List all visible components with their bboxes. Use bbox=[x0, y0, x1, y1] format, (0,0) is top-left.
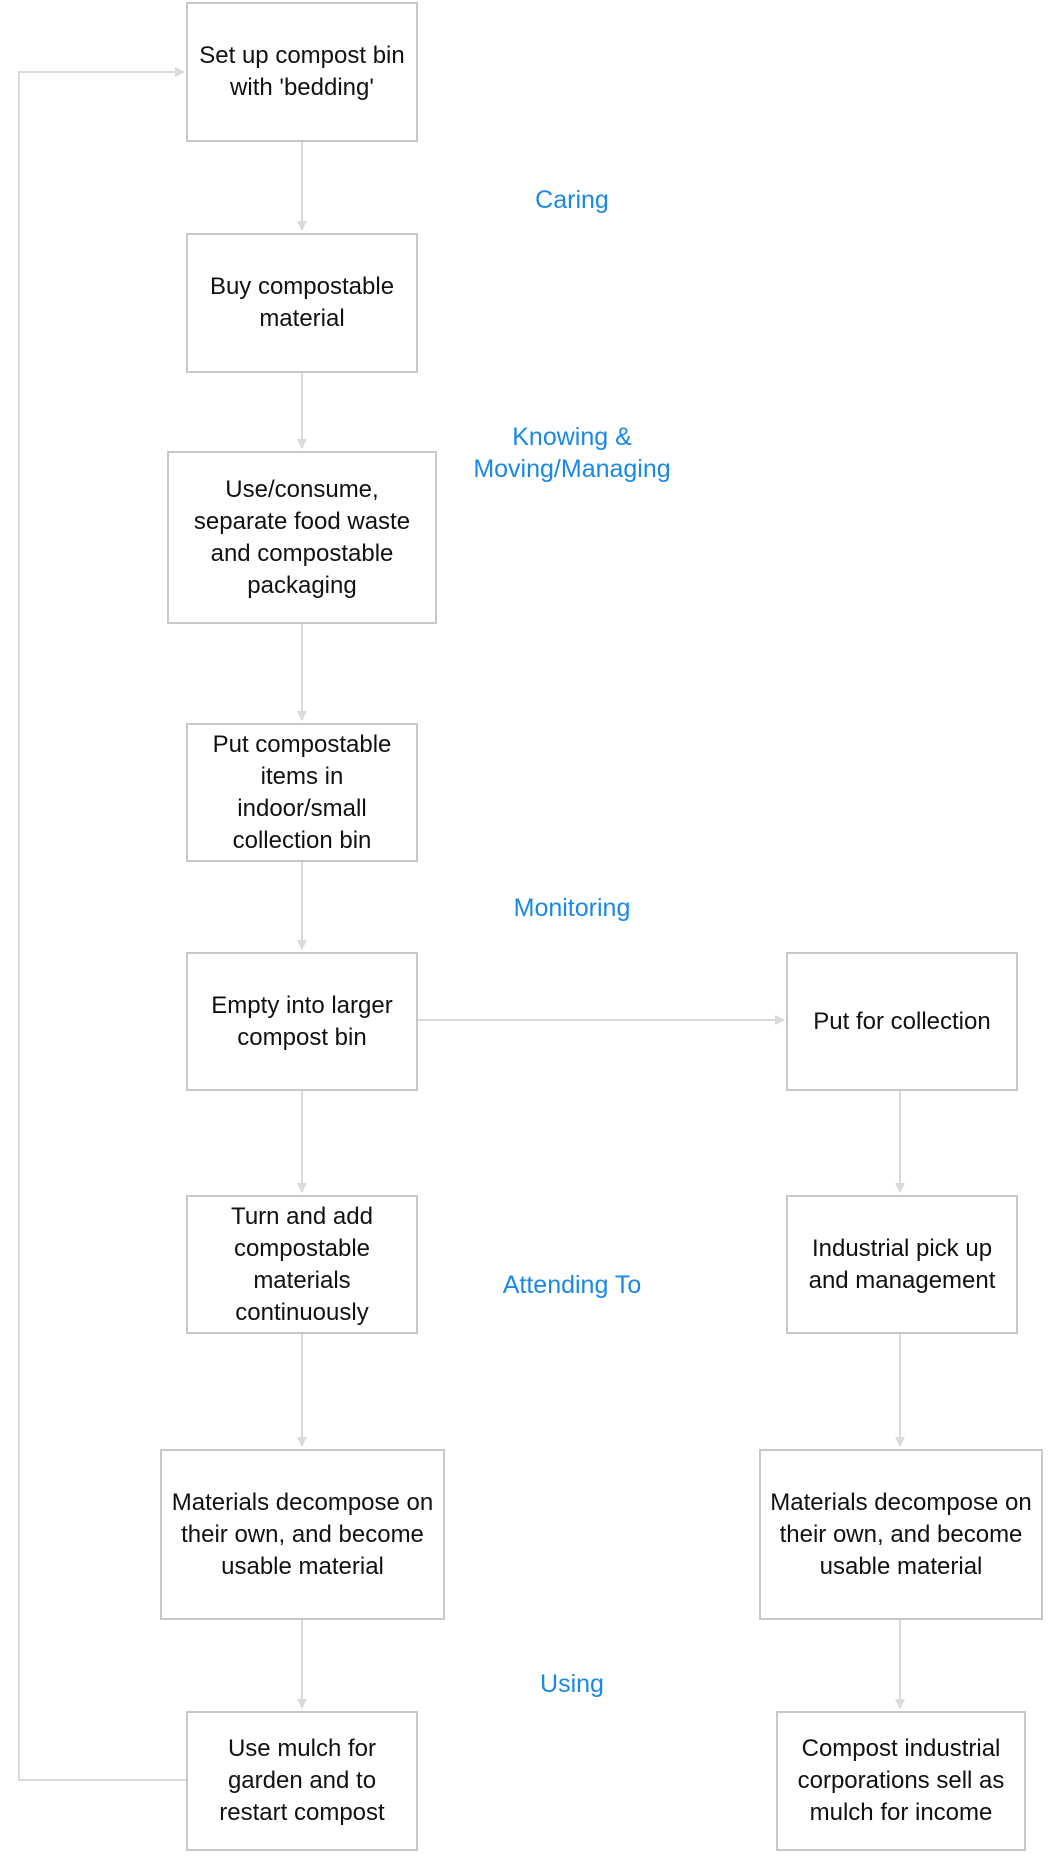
node-empty-larger-label: Empty into larger compost bin bbox=[211, 991, 393, 1051]
node-use-mulch: Use mulch for garden and to restart comp… bbox=[186, 1711, 418, 1851]
node-put-items-label: Put compostable items in indoor/small co… bbox=[212, 730, 392, 854]
node-empty-larger: Empty into larger compost bin bbox=[186, 952, 418, 1091]
node-decompose-home: Materials decompose on their own, and be… bbox=[160, 1449, 445, 1620]
node-put-items: Put compostable items in indoor/small co… bbox=[186, 723, 418, 862]
node-use-consume-label: Use/consume, separate food waste and com… bbox=[193, 475, 411, 599]
node-put-collection: Put for collection bbox=[786, 952, 1018, 1091]
node-use-mulch-label: Use mulch for garden and to restart comp… bbox=[219, 1735, 385, 1826]
phase-label-using: Using bbox=[540, 1670, 604, 1698]
phase-label-attending-text: Attending To bbox=[502, 1271, 642, 1299]
phase-label-caring: Caring bbox=[535, 186, 609, 214]
node-use-consume: Use/consume, separate food waste and com… bbox=[167, 451, 437, 624]
node-decompose-industrial-label: Materials decompose on their own, and be… bbox=[770, 1488, 1032, 1580]
node-industrial-pickup-label: Industrial pick up and management bbox=[808, 1234, 996, 1294]
node-setup-bin: Set up compost bin with 'bedding' bbox=[186, 2, 418, 142]
node-corporations-sell: Compost industrial corporations sell as … bbox=[776, 1711, 1026, 1851]
node-setup-bin-label: Set up compost bin with 'bedding' bbox=[199, 42, 405, 101]
phase-label-attending: Attending To bbox=[502, 1237, 642, 1301]
node-buy-material-label: Buy compostable material bbox=[209, 273, 395, 332]
node-put-collection-label: Put for collection bbox=[813, 1007, 991, 1035]
node-turn-add: Turn and add compostable materials conti… bbox=[186, 1195, 418, 1334]
node-decompose-industrial: Materials decompose on their own, and be… bbox=[759, 1449, 1043, 1620]
phase-label-knowing-text: Knowing & Moving/Managing bbox=[473, 423, 671, 483]
phase-label-monitoring: Monitoring bbox=[513, 894, 631, 922]
node-corporations-sell-label: Compost industrial corporations sell as … bbox=[797, 1735, 1005, 1826]
node-buy-material: Buy compostable material bbox=[186, 233, 418, 373]
edge-mulch-to-setup bbox=[18, 67, 186, 1781]
node-turn-add-label: Turn and add compostable materials conti… bbox=[231, 1202, 373, 1326]
node-industrial-pickup: Industrial pick up and management bbox=[786, 1195, 1018, 1334]
phase-label-knowing: Knowing & Moving/Managing bbox=[442, 389, 702, 485]
node-decompose-home-label: Materials decompose on their own, and be… bbox=[171, 1488, 434, 1580]
